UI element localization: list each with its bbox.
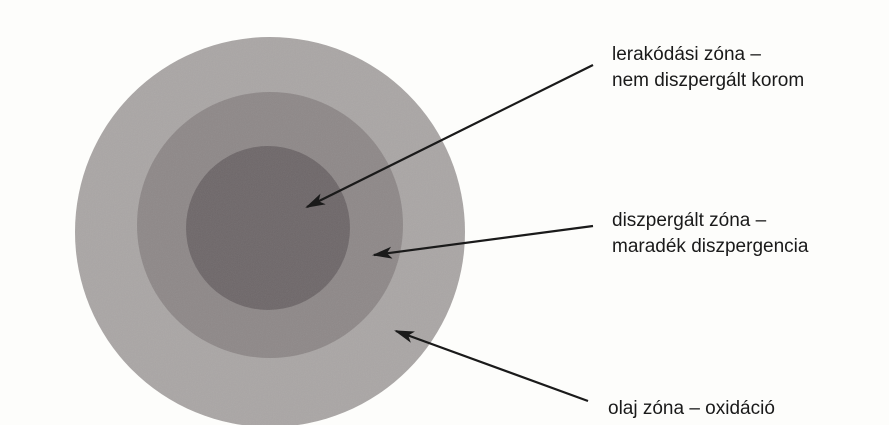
dispersed-zone-label: diszpergált zóna – maradék diszpergencia <box>612 208 808 260</box>
deposit-zone-label: lerakódási zóna – nem diszpergált korom <box>612 42 804 94</box>
dispersed-zone-label-line1: diszpergált zóna – <box>612 208 808 234</box>
oil-zone-arrow <box>396 331 588 401</box>
oil-zone-label-line1: olaj zóna – oxidáció <box>608 396 775 422</box>
oil-zone-label: olaj zóna – oxidáció <box>608 396 775 422</box>
print-texture <box>75 37 465 425</box>
deposit-zone-label-line2: nem diszpergált korom <box>612 68 804 94</box>
dispersed-zone-label-line2: maradék diszpergencia <box>612 234 808 260</box>
deposit-zone-label-line1: lerakódási zóna – <box>612 42 804 68</box>
